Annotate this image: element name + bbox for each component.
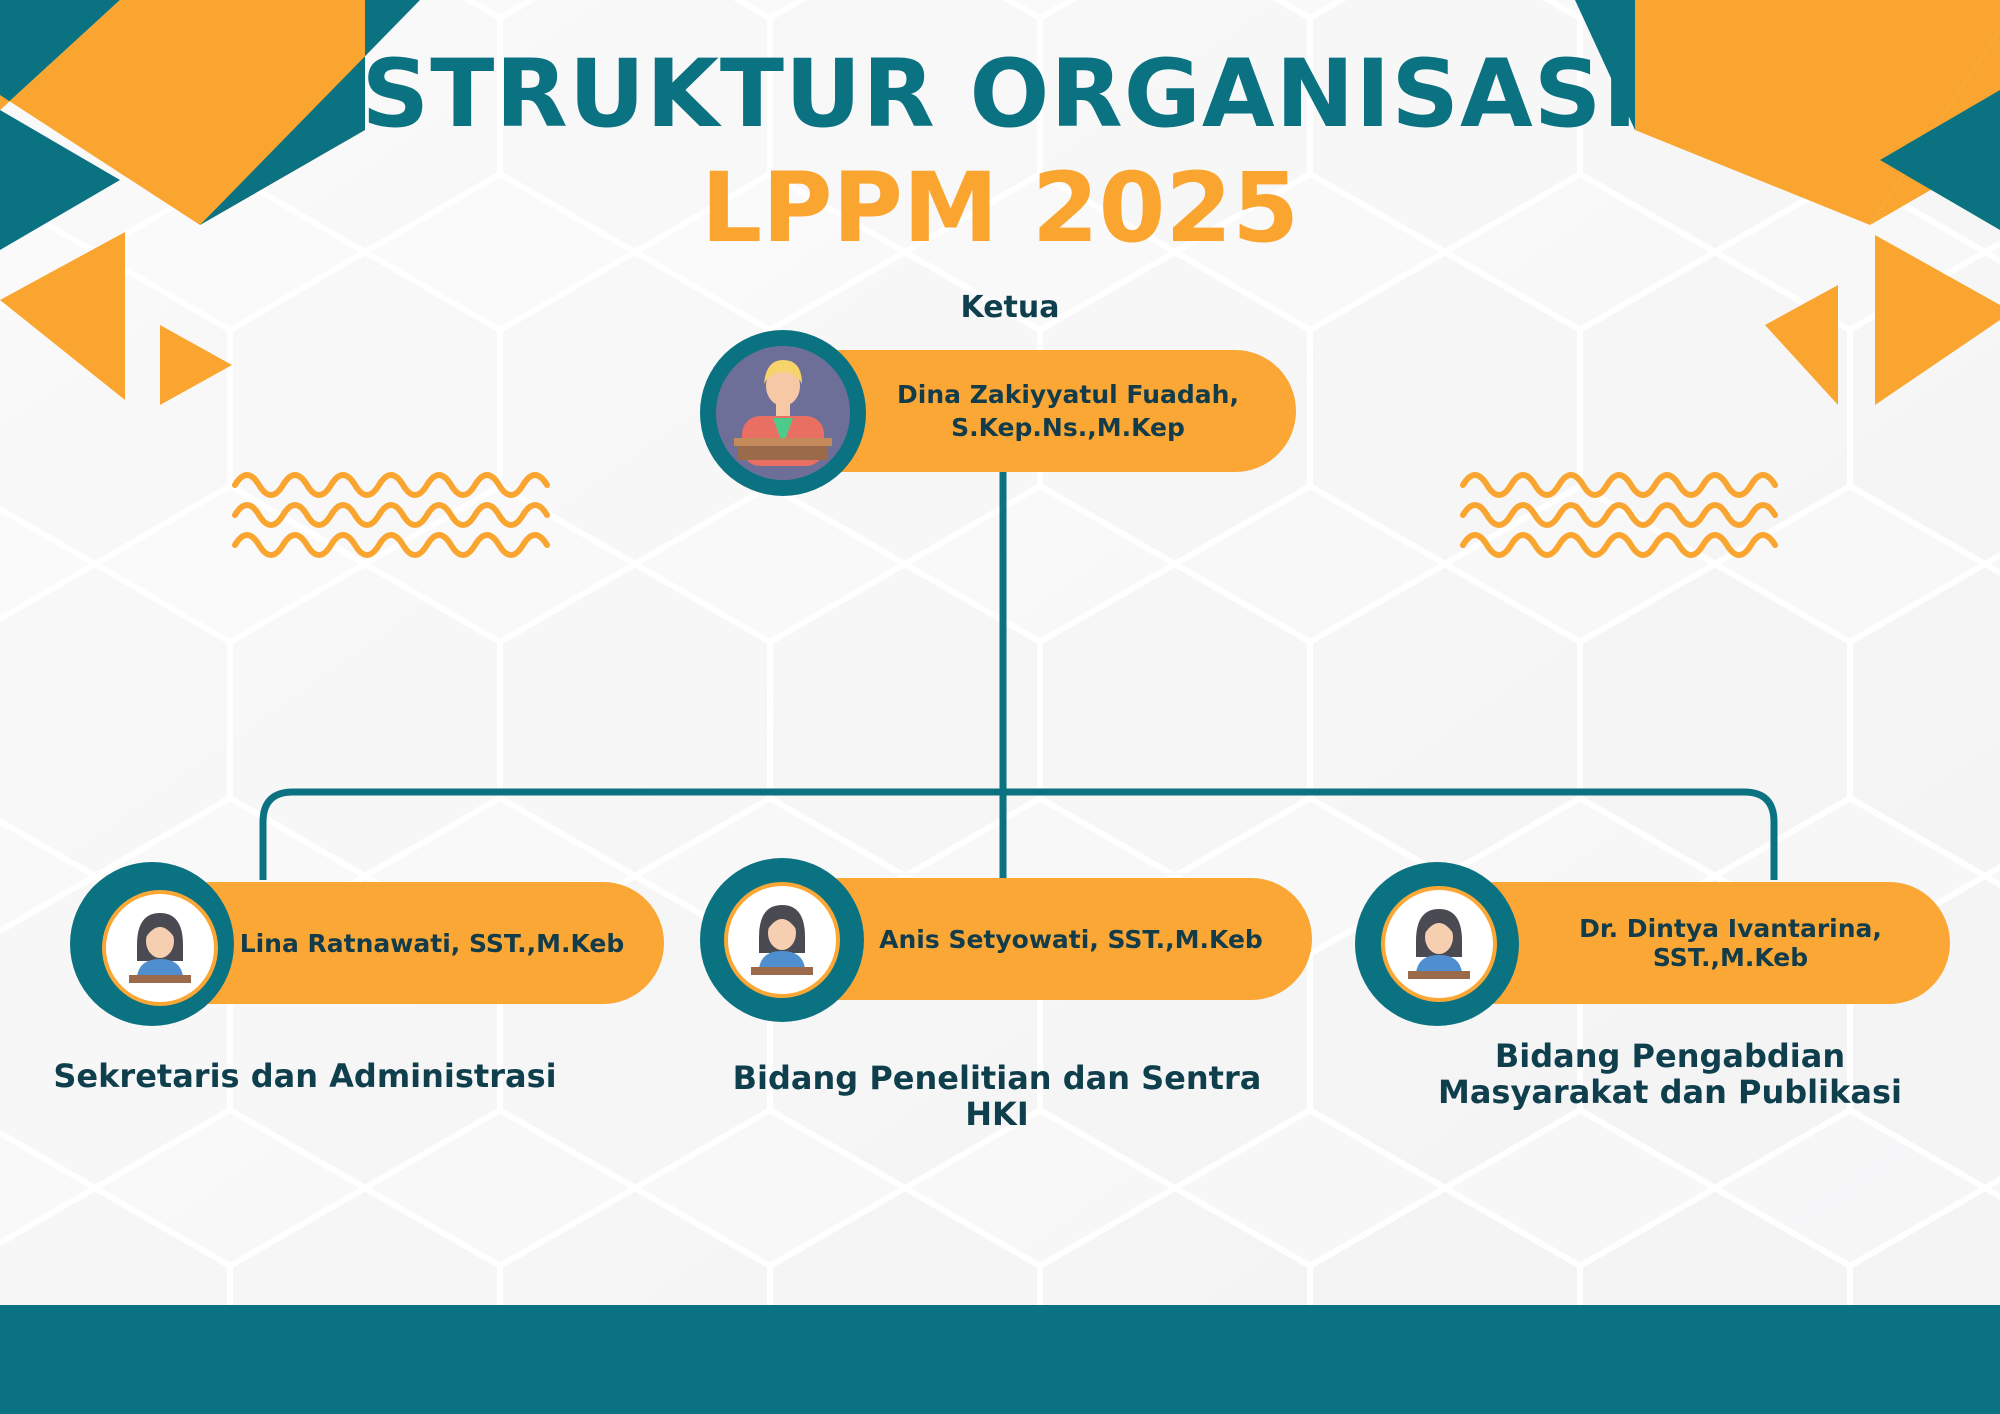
org-node-member-3: Dr. Dintya Ivantarina, SST.,M.Keb xyxy=(1355,862,1955,1028)
org-node-member-1: Lina Ratnawati, SST.,M.Keb xyxy=(70,862,670,1028)
wave-decoration-left xyxy=(232,472,550,558)
org-connector-lines xyxy=(259,470,1778,880)
page-title: STRUKTUR ORGANISASI xyxy=(361,40,1639,149)
name-pill-member-2: Anis Setyowati, SST.,M.Keb xyxy=(780,878,1312,1000)
corner-decoration-top-left xyxy=(0,0,420,405)
role-line-2: HKI xyxy=(965,1095,1029,1133)
leader-at-desk-icon xyxy=(716,346,850,480)
role-label-member-1: Sekretaris dan Administrasi xyxy=(30,1058,580,1094)
role-label-member-3: Bidang Pengabdian Masyarakat dan Publika… xyxy=(1400,1038,1940,1110)
name-pill-member-3: Dr. Dintya Ivantarina, SST.,M.Keb xyxy=(1435,882,1950,1004)
wave-decoration-right xyxy=(1460,472,1778,558)
woman-avatar-icon xyxy=(724,882,840,998)
corner-decoration-top-right xyxy=(1575,0,2000,405)
name-pill-member-1: Lina Ratnawati, SST.,M.Keb xyxy=(150,882,664,1004)
org-node-member-2: Anis Setyowati, SST.,M.Keb xyxy=(700,858,1320,1024)
woman-avatar-icon xyxy=(102,890,218,1006)
role-line-1: Sekretaris dan Administrasi xyxy=(53,1057,557,1095)
ketua-name-line2: S.Kep.Ns.,M.Kep xyxy=(951,413,1185,442)
name-pill-ketua: Dina Zakiyyatul Fuadah, S.Kep.Ns.,M.Kep xyxy=(780,350,1296,472)
ketua-name-line1: Dina Zakiyyatul Fuadah, xyxy=(897,380,1239,409)
member-1-name: Lina Ratnawati, SST.,M.Keb xyxy=(239,928,625,958)
page-subtitle: LPPM 2025 xyxy=(700,152,1300,264)
role-line-1: Bidang Penelitian dan Sentra xyxy=(732,1059,1262,1097)
role-label-ketua: Ketua xyxy=(960,290,1060,325)
woman-avatar-icon xyxy=(1381,886,1497,1002)
footer-bar xyxy=(0,1305,2000,1414)
role-line-1: Bidang Pengabdian xyxy=(1494,1037,1846,1075)
member-2-name: Anis Setyowati, SST.,M.Keb xyxy=(879,924,1263,954)
org-node-ketua: Dina Zakiyyatul Fuadah, S.Kep.Ns.,M.Kep xyxy=(700,330,1300,500)
role-line-2: Masyarakat dan Publikasi xyxy=(1437,1073,1902,1111)
role-label-member-2: Bidang Penelitian dan Sentra HKI xyxy=(700,1060,1294,1132)
member-3-name: Dr. Dintya Ivantarina, SST.,M.Keb xyxy=(1579,914,1882,972)
